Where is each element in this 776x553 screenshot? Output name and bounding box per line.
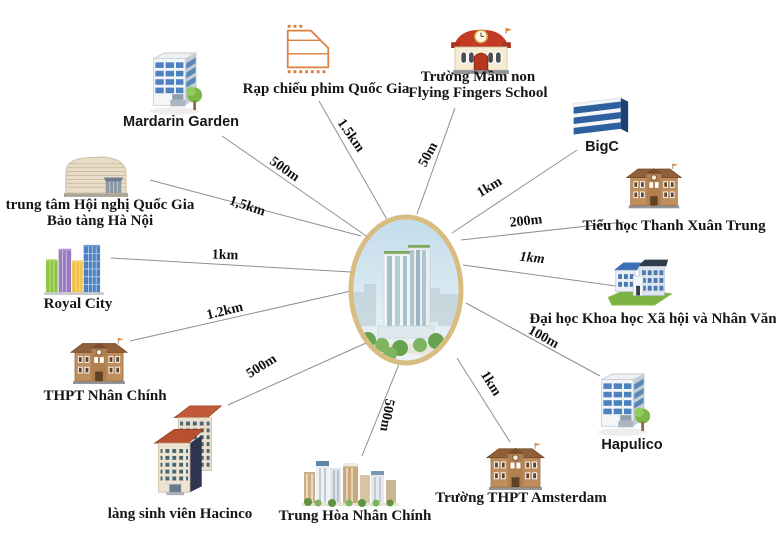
distance-line xyxy=(129,290,352,342)
location-label: Hapulico xyxy=(601,437,663,453)
distance-label: 1km xyxy=(518,249,546,268)
office-building-icon xyxy=(149,52,203,115)
city-skyline-image xyxy=(302,461,399,507)
distance-line xyxy=(361,363,400,457)
distance-line xyxy=(465,302,601,377)
location-label: THPT Nhân Chính xyxy=(43,388,167,404)
convention-center-icon xyxy=(63,156,129,197)
location-label: Mardarin Garden xyxy=(122,114,240,130)
location-label: làng sinh viên Hacinco xyxy=(107,506,253,522)
university-campus-icon xyxy=(608,259,672,306)
location-label: Royal City xyxy=(43,296,113,312)
location-label: trung tâm Hội nghị Quốc Gia xyxy=(5,197,195,213)
school-building-icon xyxy=(70,337,128,385)
location-label: Trường THPT Amsterdam xyxy=(435,490,607,506)
project-rendering-oval xyxy=(348,214,464,366)
location-label-line2: Bảo tàng Hà Nội xyxy=(46,213,154,229)
distance-line xyxy=(456,357,511,443)
school-building-icon xyxy=(486,442,545,491)
distance-line xyxy=(460,221,625,241)
location-label: Tiểu học Thanh Xuân Trung xyxy=(582,218,766,234)
cinema-icon xyxy=(286,24,330,74)
distance-line xyxy=(462,264,617,287)
distance-line xyxy=(318,100,390,224)
distance-line xyxy=(416,107,456,215)
distance-label: 1km xyxy=(211,247,239,264)
distance-line xyxy=(149,179,362,237)
distance-label: 200m xyxy=(508,212,543,231)
location-label: BigC xyxy=(585,139,619,155)
school-building-icon xyxy=(626,163,682,209)
location-label: Đại học Khoa học Xã hội và Nhân Văn xyxy=(529,311,776,327)
location-label: Trường Mầm non xyxy=(420,69,536,85)
supermarket-building-icon xyxy=(573,97,629,135)
distance-line xyxy=(451,149,578,234)
distance-line xyxy=(110,257,352,273)
distance-line xyxy=(221,135,373,241)
location-label: Rạp chiếu phim Quốc Gia xyxy=(242,81,410,97)
office-building-icon xyxy=(597,373,651,436)
location-label-line2: Flying Fingers School xyxy=(408,85,548,101)
student-village-icon xyxy=(153,405,223,496)
distance-line xyxy=(227,342,367,406)
colorful-towers-icon xyxy=(44,244,104,296)
location-label: Trung Hòa Nhân Chính xyxy=(278,508,432,524)
kindergarten-icon xyxy=(451,27,512,74)
